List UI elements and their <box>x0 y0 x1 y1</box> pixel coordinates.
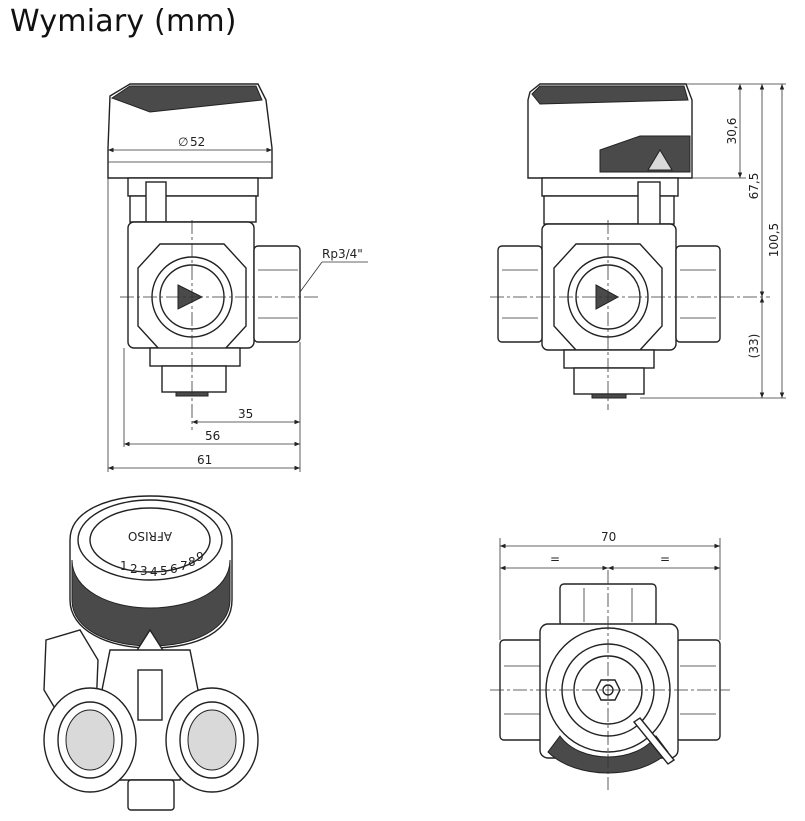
bottom-view: 70 = = <box>490 530 730 790</box>
dim-diameter-symbol: ∅ <box>178 135 188 149</box>
svg-text:3: 3 <box>140 564 148 578</box>
dim-70-label: 70 <box>601 530 616 544</box>
svg-text:8: 8 <box>188 555 196 569</box>
bottom-lever <box>632 717 676 765</box>
dim-30-6-label: 30,6 <box>725 118 739 145</box>
dim-67-5-label: 67,5 <box>747 173 761 200</box>
svg-text:6: 6 <box>170 562 178 576</box>
side-right-union <box>675 245 721 343</box>
svg-text:7: 7 <box>180 559 188 573</box>
dim-diameter-label: 52 <box>190 135 205 149</box>
svg-text:9: 9 <box>196 550 204 564</box>
page-title: Wymiary (mm) <box>10 4 237 39</box>
isometric-view: AFRISO 1 2 3 4 5 6 7 8 9 <box>43 495 259 811</box>
dim-35-label: 35 <box>238 407 253 421</box>
iso-brand-text: AFRISO <box>128 529 172 543</box>
svg-text:4: 4 <box>150 565 158 579</box>
dim-100-5-label: 100,5 <box>767 223 781 257</box>
front-view: ∅ 52 Rp3/4" 35 56 61 <box>107 83 368 472</box>
side-left-union <box>497 245 543 343</box>
dim-thread-label: Rp3/4" <box>322 247 363 261</box>
front-right-union <box>253 245 301 343</box>
dim-61-label: 61 <box>197 453 212 467</box>
svg-text:2: 2 <box>130 562 138 576</box>
svg-text:1: 1 <box>120 559 128 573</box>
side-view: 30,6 67,5 100,5 (33) <box>490 83 786 410</box>
svg-text:5: 5 <box>160 564 168 578</box>
dim-33-label: (33) <box>747 334 761 359</box>
dim-eq-right-label: = <box>660 552 670 566</box>
dim-56-label: 56 <box>205 429 220 443</box>
front-actuator-cap <box>110 85 263 113</box>
dim-eq-left-label: = <box>550 552 560 566</box>
iso-scale: 1 2 3 4 5 6 7 8 9 <box>120 550 204 579</box>
